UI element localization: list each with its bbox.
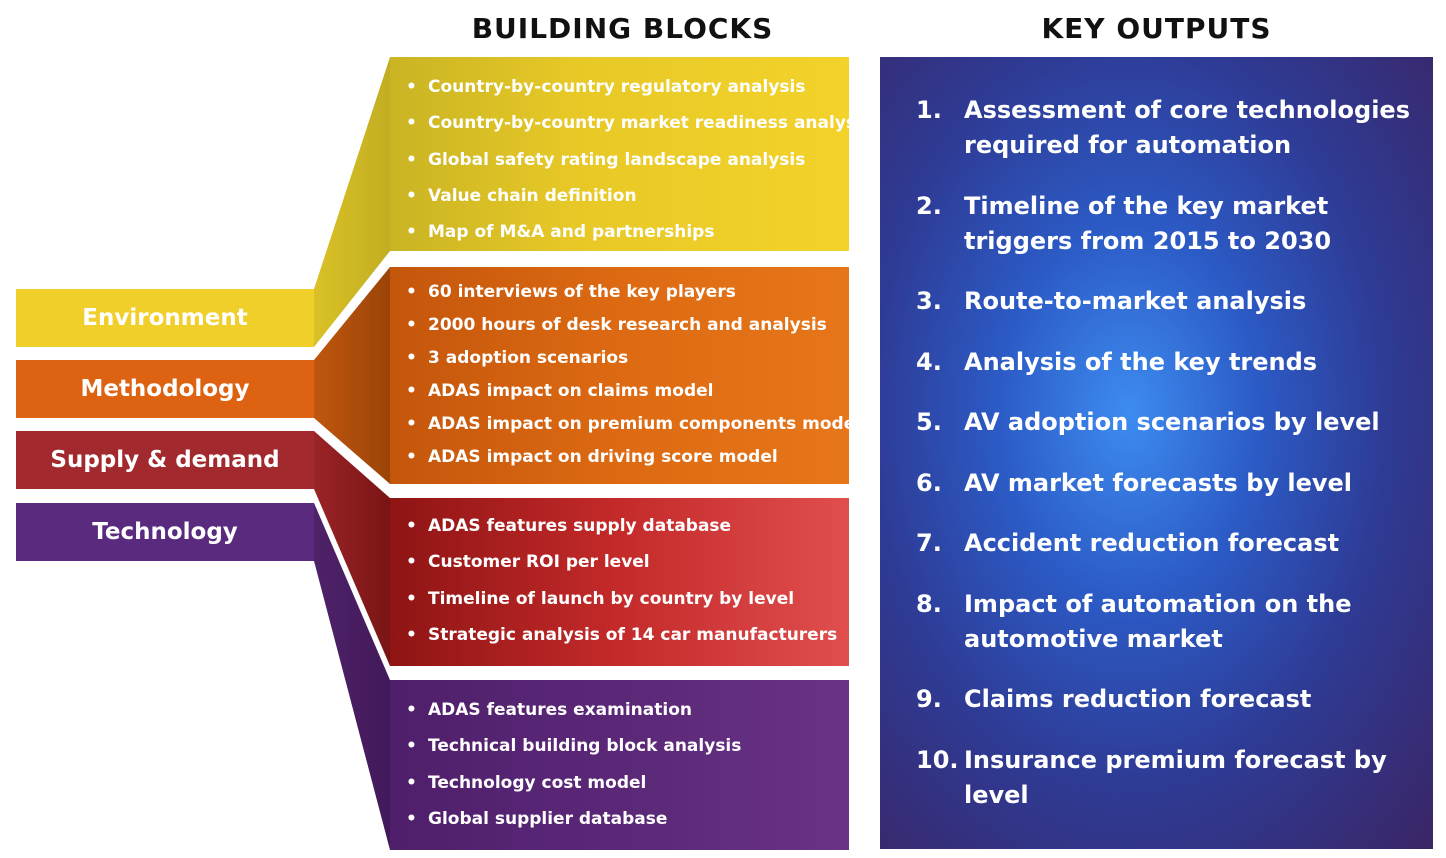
output-number: 4. (916, 348, 942, 376)
output-text: Analysis of the key trends (964, 348, 1318, 376)
output-item: 3. Route-to-market analysis (916, 284, 1413, 319)
output-number: 8. (916, 590, 942, 618)
list-item: Global safety rating landscape analysis (400, 142, 849, 179)
output-item: 9. Claims reduction forecast (916, 682, 1413, 717)
block-technology: ADAS features examination Technical buil… (390, 680, 849, 850)
output-text: Insurance premium forecast by level (964, 746, 1387, 809)
output-number: 10. (916, 746, 959, 774)
output-number: 2. (916, 192, 942, 220)
output-item: 7. Accident reduction forecast (916, 526, 1413, 561)
building-blocks-heading: BUILDING BLOCKS (471, 12, 774, 45)
output-text: Accident reduction forecast (964, 529, 1340, 557)
list-item: Customer ROI per level (400, 544, 849, 581)
output-number: 6. (916, 469, 942, 497)
category-methodology: Methodology (16, 360, 314, 418)
list-item: Technical building block analysis (400, 728, 849, 765)
output-number: 9. (916, 685, 942, 713)
list-item: 2000 hours of desk research and analysis (400, 309, 849, 342)
list-item: Technology cost model (400, 765, 849, 802)
output-item: 5. AV adoption scenarios by level (916, 405, 1413, 440)
output-text: AV market forecasts by level (964, 469, 1353, 497)
output-item: 8. Impact of automation on the automotive… (916, 587, 1413, 657)
list-item: Value chain definition (400, 178, 849, 215)
list-item: Timeline of launch by country by level (400, 581, 849, 618)
category-supply-demand: Supply & demand (16, 431, 314, 489)
list-item: 3 adoption scenarios (400, 342, 849, 375)
list-item: ADAS features examination (400, 692, 849, 729)
block-environment: Country-by-country regulatory analysis C… (390, 57, 872, 251)
output-number: 7. (916, 529, 942, 557)
output-item: 1. Assessment of core technologies requir… (916, 93, 1413, 163)
key-outputs-panel: 1. Assessment of core technologies requir… (880, 57, 1433, 849)
output-text: Timeline of the key market triggers from… (964, 192, 1332, 255)
list-item: Country-by-country regulatory analysis (400, 69, 849, 106)
list-item: ADAS impact on claims model (400, 375, 849, 408)
block-supply-demand: ADAS features supply database Customer R… (390, 498, 849, 666)
block-methodology: 60 interviews of the key players 2000 ho… (390, 267, 861, 484)
output-item: 4. Analysis of the key trends (916, 345, 1413, 380)
output-number: 3. (916, 287, 942, 315)
output-text: Impact of automation on the automotive m… (964, 590, 1352, 653)
output-text: Assessment of core technologies required… (964, 96, 1410, 159)
output-number: 1. (916, 96, 942, 124)
list-item: ADAS impact on driving score model (400, 441, 849, 474)
connector-supply-demand (314, 431, 390, 666)
connector-methodology (314, 267, 390, 484)
output-number: 5. (916, 408, 942, 436)
category-technology: Technology (16, 503, 314, 561)
list-item: ADAS impact on premium components model (400, 408, 861, 441)
output-item: 6. AV market forecasts by level (916, 466, 1413, 501)
list-item: ADAS features supply database (400, 508, 849, 545)
list-item: 60 interviews of the key players (400, 276, 849, 309)
key-outputs-heading: KEY OUTPUTS (1041, 12, 1272, 45)
output-text: AV adoption scenarios by level (964, 408, 1380, 436)
list-item: Map of M&A and partnerships (400, 214, 849, 251)
output-text: Route-to-market analysis (964, 287, 1307, 315)
connector-technology (314, 503, 390, 850)
connector-environment (314, 57, 390, 347)
output-text: Claims reduction forecast (964, 685, 1312, 713)
output-item: 10.Insurance premium forecast by level (916, 743, 1413, 813)
category-environment: Environment (16, 289, 314, 347)
list-item: Country-by-country market readiness anal… (400, 105, 872, 142)
list-item: Strategic analysis of 14 car manufacture… (400, 617, 849, 654)
list-item: Global supplier database (400, 801, 849, 838)
output-item: 2. Timeline of the key market triggers fr… (916, 189, 1413, 259)
